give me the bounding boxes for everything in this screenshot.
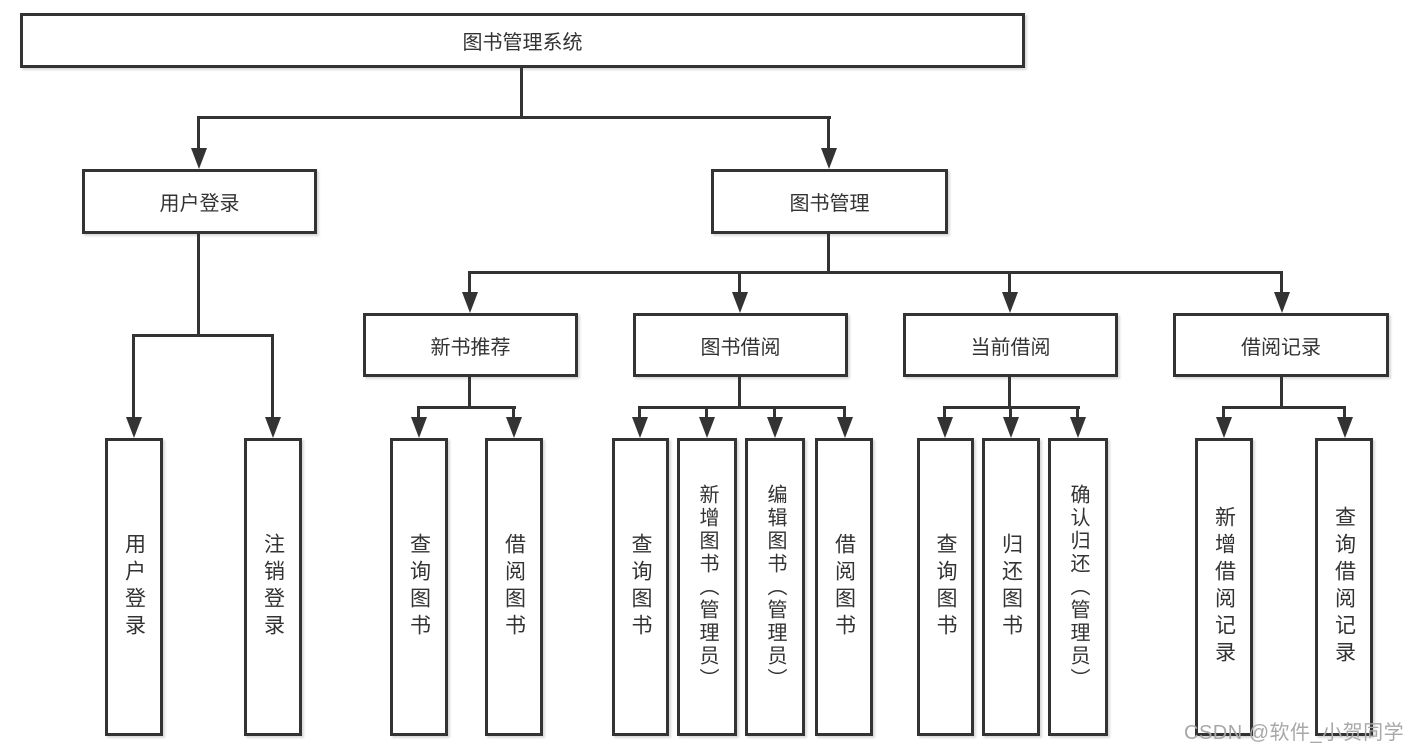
connector-stem-leaf	[417, 406, 420, 422]
arrow-down-icon	[462, 292, 478, 313]
arrow-down-icon	[1002, 292, 1018, 313]
leaf-borrow-book-recommend: 借阅图书	[485, 438, 543, 736]
connector-book-borrow-stem	[738, 377, 741, 409]
node-book-management: 图书管理	[711, 169, 948, 234]
connector-stem-leaf	[773, 406, 776, 422]
leaf-return-book-label: 归还图书	[999, 533, 1023, 641]
connector-stem-leaf	[705, 406, 708, 422]
connector-stem-leaf	[1343, 406, 1346, 422]
connector-stem-leaf	[638, 406, 641, 422]
node-user-login-label: 用户登录	[159, 193, 240, 215]
node-user-login: 用户登录	[82, 169, 317, 234]
connector-user-login-bar	[132, 334, 274, 337]
node-borrow-record-label: 借阅记录	[1241, 336, 1321, 359]
leaf-query-borrow-record-label: 查询借阅记录	[1332, 506, 1356, 668]
leaf-query-book-recommend-label: 查询图书	[407, 533, 431, 641]
leaf-edit-book-admin: 编辑图书（管理员）	[745, 438, 805, 736]
node-new-book-recommend-label: 新书推荐	[430, 336, 511, 359]
connector-stem-leaf-logout	[271, 334, 274, 422]
node-library-system-label: 图书管理系统	[462, 32, 583, 54]
node-current-borrow: 当前借阅	[903, 313, 1118, 377]
connector-stem-leaf	[512, 406, 515, 422]
connector-user-login-stem	[197, 234, 200, 336]
connector-book-mgmt-stem	[827, 234, 830, 274]
connector-borrow-record-bar	[1222, 406, 1346, 409]
connector-stem-leaf	[1009, 406, 1012, 422]
node-book-borrow-label: 图书借阅	[700, 336, 781, 359]
node-book-borrow: 图书借阅	[633, 313, 848, 377]
connector-borrow-record-stem	[1280, 377, 1283, 409]
arrow-down-icon	[411, 417, 427, 438]
connector-stem-leaf	[943, 406, 946, 422]
connector-stem-borrow-record	[1280, 271, 1283, 297]
arrow-down-icon	[1337, 417, 1353, 438]
arrow-down-icon	[126, 417, 142, 438]
node-book-management-label: 图书管理	[789, 193, 870, 215]
arrow-down-icon	[265, 417, 281, 438]
arrow-down-icon	[732, 292, 748, 313]
connector-book-mgmt-bar	[468, 271, 1283, 274]
arrow-down-icon	[837, 417, 853, 438]
leaf-user-login: 用户登录	[105, 438, 163, 736]
arrow-down-icon	[1274, 292, 1290, 313]
node-current-borrow-label: 当前借阅	[970, 336, 1051, 359]
node-new-book-recommend: 新书推荐	[363, 313, 578, 377]
leaf-confirm-return-admin-label: 确认归还（管理员）	[1067, 483, 1089, 691]
arrow-down-icon	[191, 148, 207, 169]
connector-stem-book-borrow	[738, 271, 741, 297]
leaf-add-book-admin: 新增图书（管理员）	[677, 438, 737, 736]
leaf-user-login-label: 用户登录	[122, 533, 146, 641]
node-borrow-record: 借阅记录	[1173, 313, 1389, 377]
arrow-down-icon	[699, 417, 715, 438]
arrow-down-icon	[632, 417, 648, 438]
arrow-down-icon	[937, 417, 953, 438]
connector-current-borrow-stem	[1008, 377, 1011, 409]
connector-stem-new-book	[468, 271, 471, 297]
arrow-down-icon	[1070, 417, 1086, 438]
arrow-down-icon	[821, 148, 837, 169]
connector-stem-book-mgmt	[827, 116, 830, 152]
leaf-query-book-borrow-label: 查询图书	[629, 533, 652, 641]
connector-new-book-stem	[468, 377, 471, 409]
node-library-system: 图书管理系统	[20, 13, 1025, 68]
connector-new-book-bar	[417, 406, 516, 409]
leaf-logout: 注销登录	[244, 438, 302, 736]
leaf-borrow-book-label: 借阅图书	[832, 533, 856, 641]
leaf-confirm-return-admin: 确认归还（管理员）	[1048, 438, 1108, 736]
connector-root-bar	[198, 116, 831, 119]
leaf-add-book-admin-label: 新增图书（管理员）	[696, 483, 718, 691]
leaf-query-book-current: 查询图书	[917, 438, 974, 736]
connector-root-stem	[520, 68, 523, 118]
connector-stem-leaf	[843, 406, 846, 422]
arrow-down-icon	[1003, 417, 1019, 438]
leaf-edit-book-admin-label: 编辑图书（管理员）	[764, 483, 786, 691]
leaf-return-book: 归还图书	[982, 438, 1040, 736]
connector-book-borrow-bar	[638, 406, 846, 409]
connector-stem-leaf	[1076, 406, 1079, 422]
connector-stem-current-borrow	[1008, 271, 1011, 297]
leaf-query-book-borrow: 查询图书	[612, 438, 669, 736]
leaf-logout-label: 注销登录	[261, 533, 285, 641]
connector-stem-leaf-user-login	[132, 334, 135, 422]
watermark: CSDN @软件_小贺同学	[1184, 722, 1405, 744]
leaf-add-borrow-record: 新增借阅记录	[1195, 438, 1253, 736]
leaf-query-book-current-label: 查询图书	[934, 533, 957, 641]
leaf-add-borrow-record-label: 新增借阅记录	[1212, 506, 1236, 668]
arrow-down-icon	[1216, 417, 1232, 438]
leaf-borrow-book: 借阅图书	[815, 438, 873, 736]
arrow-down-icon	[506, 417, 522, 438]
leaf-query-book-recommend: 查询图书	[390, 438, 448, 736]
connector-stem-user-login	[197, 116, 200, 152]
leaf-borrow-book-recommend-label: 借阅图书	[502, 533, 526, 641]
leaf-query-borrow-record: 查询借阅记录	[1315, 438, 1373, 736]
connector-stem-leaf	[1222, 406, 1225, 422]
arrow-down-icon	[767, 417, 783, 438]
